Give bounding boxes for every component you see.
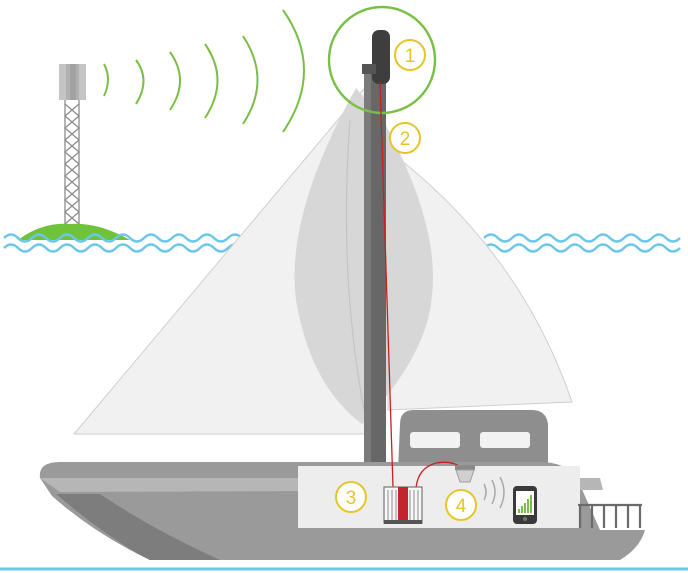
callout-3: 3	[335, 481, 367, 513]
coax-cable	[379, 81, 463, 489]
indoor-antenna-icon	[455, 465, 475, 483]
stern-railing	[578, 503, 642, 528]
svg-text:3: 3	[346, 488, 357, 509]
smartphone-icon	[513, 486, 537, 524]
signal-waves	[103, 9, 305, 133]
island	[18, 223, 130, 240]
amplifier-icon	[383, 486, 423, 524]
cell-tower-icon	[59, 64, 86, 232]
outdoor-antenna-icon	[362, 30, 390, 84]
jib-sail	[387, 148, 573, 411]
svg-text:1: 1	[405, 46, 416, 67]
spinnaker-sail	[294, 88, 433, 424]
svg-text:2: 2	[400, 129, 411, 150]
sea-waves	[3, 233, 681, 253]
boat-cabin	[398, 410, 548, 470]
antenna-highlight-circle	[327, 5, 437, 115]
callout-2: 2	[389, 122, 421, 154]
svg-text:4: 4	[456, 496, 467, 517]
indoor-signal-waves	[483, 476, 505, 509]
callout-1: 1	[394, 39, 426, 71]
callout-4: 4	[445, 489, 477, 521]
